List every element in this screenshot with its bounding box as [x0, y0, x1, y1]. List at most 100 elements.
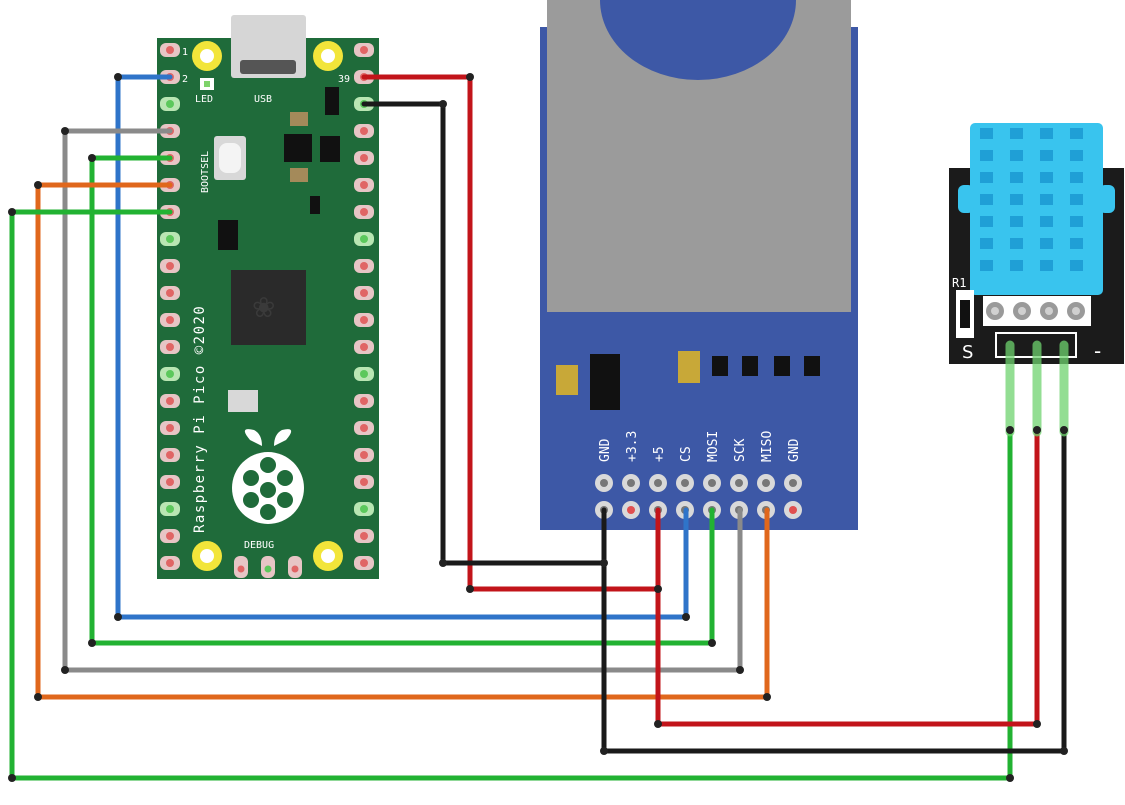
wire-joint	[114, 613, 122, 621]
pico-led-inner	[204, 81, 210, 87]
dht-grille-cell	[1040, 150, 1053, 161]
pico-pin-hole	[166, 397, 174, 405]
pico-pin-hole	[360, 343, 368, 351]
pico-pin-hole	[360, 289, 368, 297]
wire-joint	[1060, 426, 1068, 434]
pico-pin-hole	[360, 505, 368, 513]
sd-component-black-1	[590, 354, 620, 410]
wire-joint	[736, 666, 744, 674]
pico-debug-hole	[237, 565, 245, 573]
wire-joint	[466, 585, 474, 593]
wire-joint	[1006, 426, 1014, 434]
pico-mount-hole-bottom-left-inner	[200, 549, 214, 563]
dht-grille-cell	[980, 216, 993, 227]
pico-pin-hole	[360, 532, 368, 540]
pico-pin-hole	[166, 505, 174, 513]
sd-component-black-2	[712, 356, 728, 376]
dht-grille-cell	[1070, 128, 1083, 139]
pico-pin-2-label: 2	[182, 74, 188, 85]
sd-pin-label: +5	[652, 446, 667, 462]
pico-pin-hole	[360, 397, 368, 405]
dht-pin-hole	[1018, 307, 1026, 315]
dht-grille-cell	[1010, 172, 1023, 183]
pico-pin-hole	[166, 316, 174, 324]
sd-pin-label: CS	[679, 446, 694, 462]
pico-pin-hole	[166, 289, 174, 297]
dht-grille-cell	[1040, 172, 1053, 183]
sd-pin-hole-top	[600, 479, 608, 487]
dht-grille-cell	[1070, 194, 1083, 205]
sd-pin-hole-top	[681, 479, 689, 487]
pico-rp2040-chip	[231, 270, 306, 345]
wire-joint	[61, 666, 69, 674]
sd-component-gold-2	[678, 351, 700, 383]
wire-joint	[34, 181, 42, 189]
pico-pin-hole	[166, 451, 174, 459]
pico-pin-hole	[166, 559, 174, 567]
dht-grille-cell	[1040, 238, 1053, 249]
dht-grille-cell	[1010, 238, 1023, 249]
dht-grille-cell	[1070, 260, 1083, 271]
pico-pin-hole	[360, 181, 368, 189]
pico-pin-hole	[360, 46, 368, 54]
dht-sensor-tab-left	[958, 185, 974, 213]
pico-component-2	[290, 112, 308, 126]
wire-joints	[8, 73, 1068, 782]
dht-grille-cell	[980, 128, 993, 139]
dht-grille-cell	[1070, 150, 1083, 161]
pico-pin-hole	[166, 532, 174, 540]
sd-pin-hole-top	[708, 479, 716, 487]
dht-pins	[986, 302, 1085, 320]
sd-pin-label: MISO	[760, 431, 775, 462]
dht-grille-cell	[1070, 172, 1083, 183]
pico-mount-hole-top-right-inner	[321, 49, 335, 63]
sd-pin-label: SCK	[733, 438, 748, 462]
pico-pin-hole	[360, 208, 368, 216]
wire-joint	[600, 747, 608, 755]
dht-grille-cell	[1070, 238, 1083, 249]
dht-grille-cell	[980, 150, 993, 161]
pico-component-5	[290, 168, 308, 182]
pico-pin-hole	[166, 424, 174, 432]
wire-joint	[34, 693, 42, 701]
pico-pin-hole	[360, 316, 368, 324]
wire-joint	[682, 613, 690, 621]
pico-mount-hole-top-left-inner	[200, 49, 214, 63]
pico-mount-hole-bottom-right-inner	[321, 549, 335, 563]
sd-pin-label: GND	[598, 438, 613, 462]
pico-usb-opening	[240, 60, 296, 74]
wire-joint	[8, 774, 16, 782]
pico-component-8	[228, 390, 258, 412]
wire-sd-5v-to-dht-vcc	[655, 427, 1040, 727]
dht-s-label: S	[962, 342, 973, 363]
pico-usb-label: USB	[254, 94, 272, 105]
dht-minus-label: -	[1094, 339, 1101, 363]
sd-pin-hole-top	[762, 479, 770, 487]
wire-joint	[654, 720, 662, 728]
pico-pin-hole	[360, 478, 368, 486]
dht-sensor-tab-right	[1099, 185, 1115, 213]
sd-component-black-3	[742, 356, 758, 376]
sd-pin-label: +3.3	[625, 431, 640, 462]
dht-r1-label: R1	[952, 276, 966, 290]
dht-grille-cell	[1070, 216, 1083, 227]
pico-component-4	[320, 136, 340, 162]
raspberry-logo-icon	[232, 429, 304, 524]
wire-joint	[88, 154, 96, 162]
dht-grille-cell	[1010, 150, 1023, 161]
dht-sensor-grille	[980, 128, 1083, 271]
dht-grille-cell	[1010, 216, 1023, 227]
wire-pico-gnd-to-sd-gnd	[361, 101, 607, 566]
pico-component-3	[284, 134, 312, 162]
sd-card-slot-notch	[600, 0, 796, 80]
pico-pin-hole	[360, 262, 368, 270]
wire-joint	[708, 639, 716, 647]
dht-grille-cell	[1040, 216, 1053, 227]
wire-joint	[439, 100, 447, 108]
pico-pin-hole	[360, 154, 368, 162]
pico-debug-label: DEBUG	[244, 540, 274, 551]
dht-grille-cell	[980, 194, 993, 205]
pico-component-1	[325, 87, 339, 115]
